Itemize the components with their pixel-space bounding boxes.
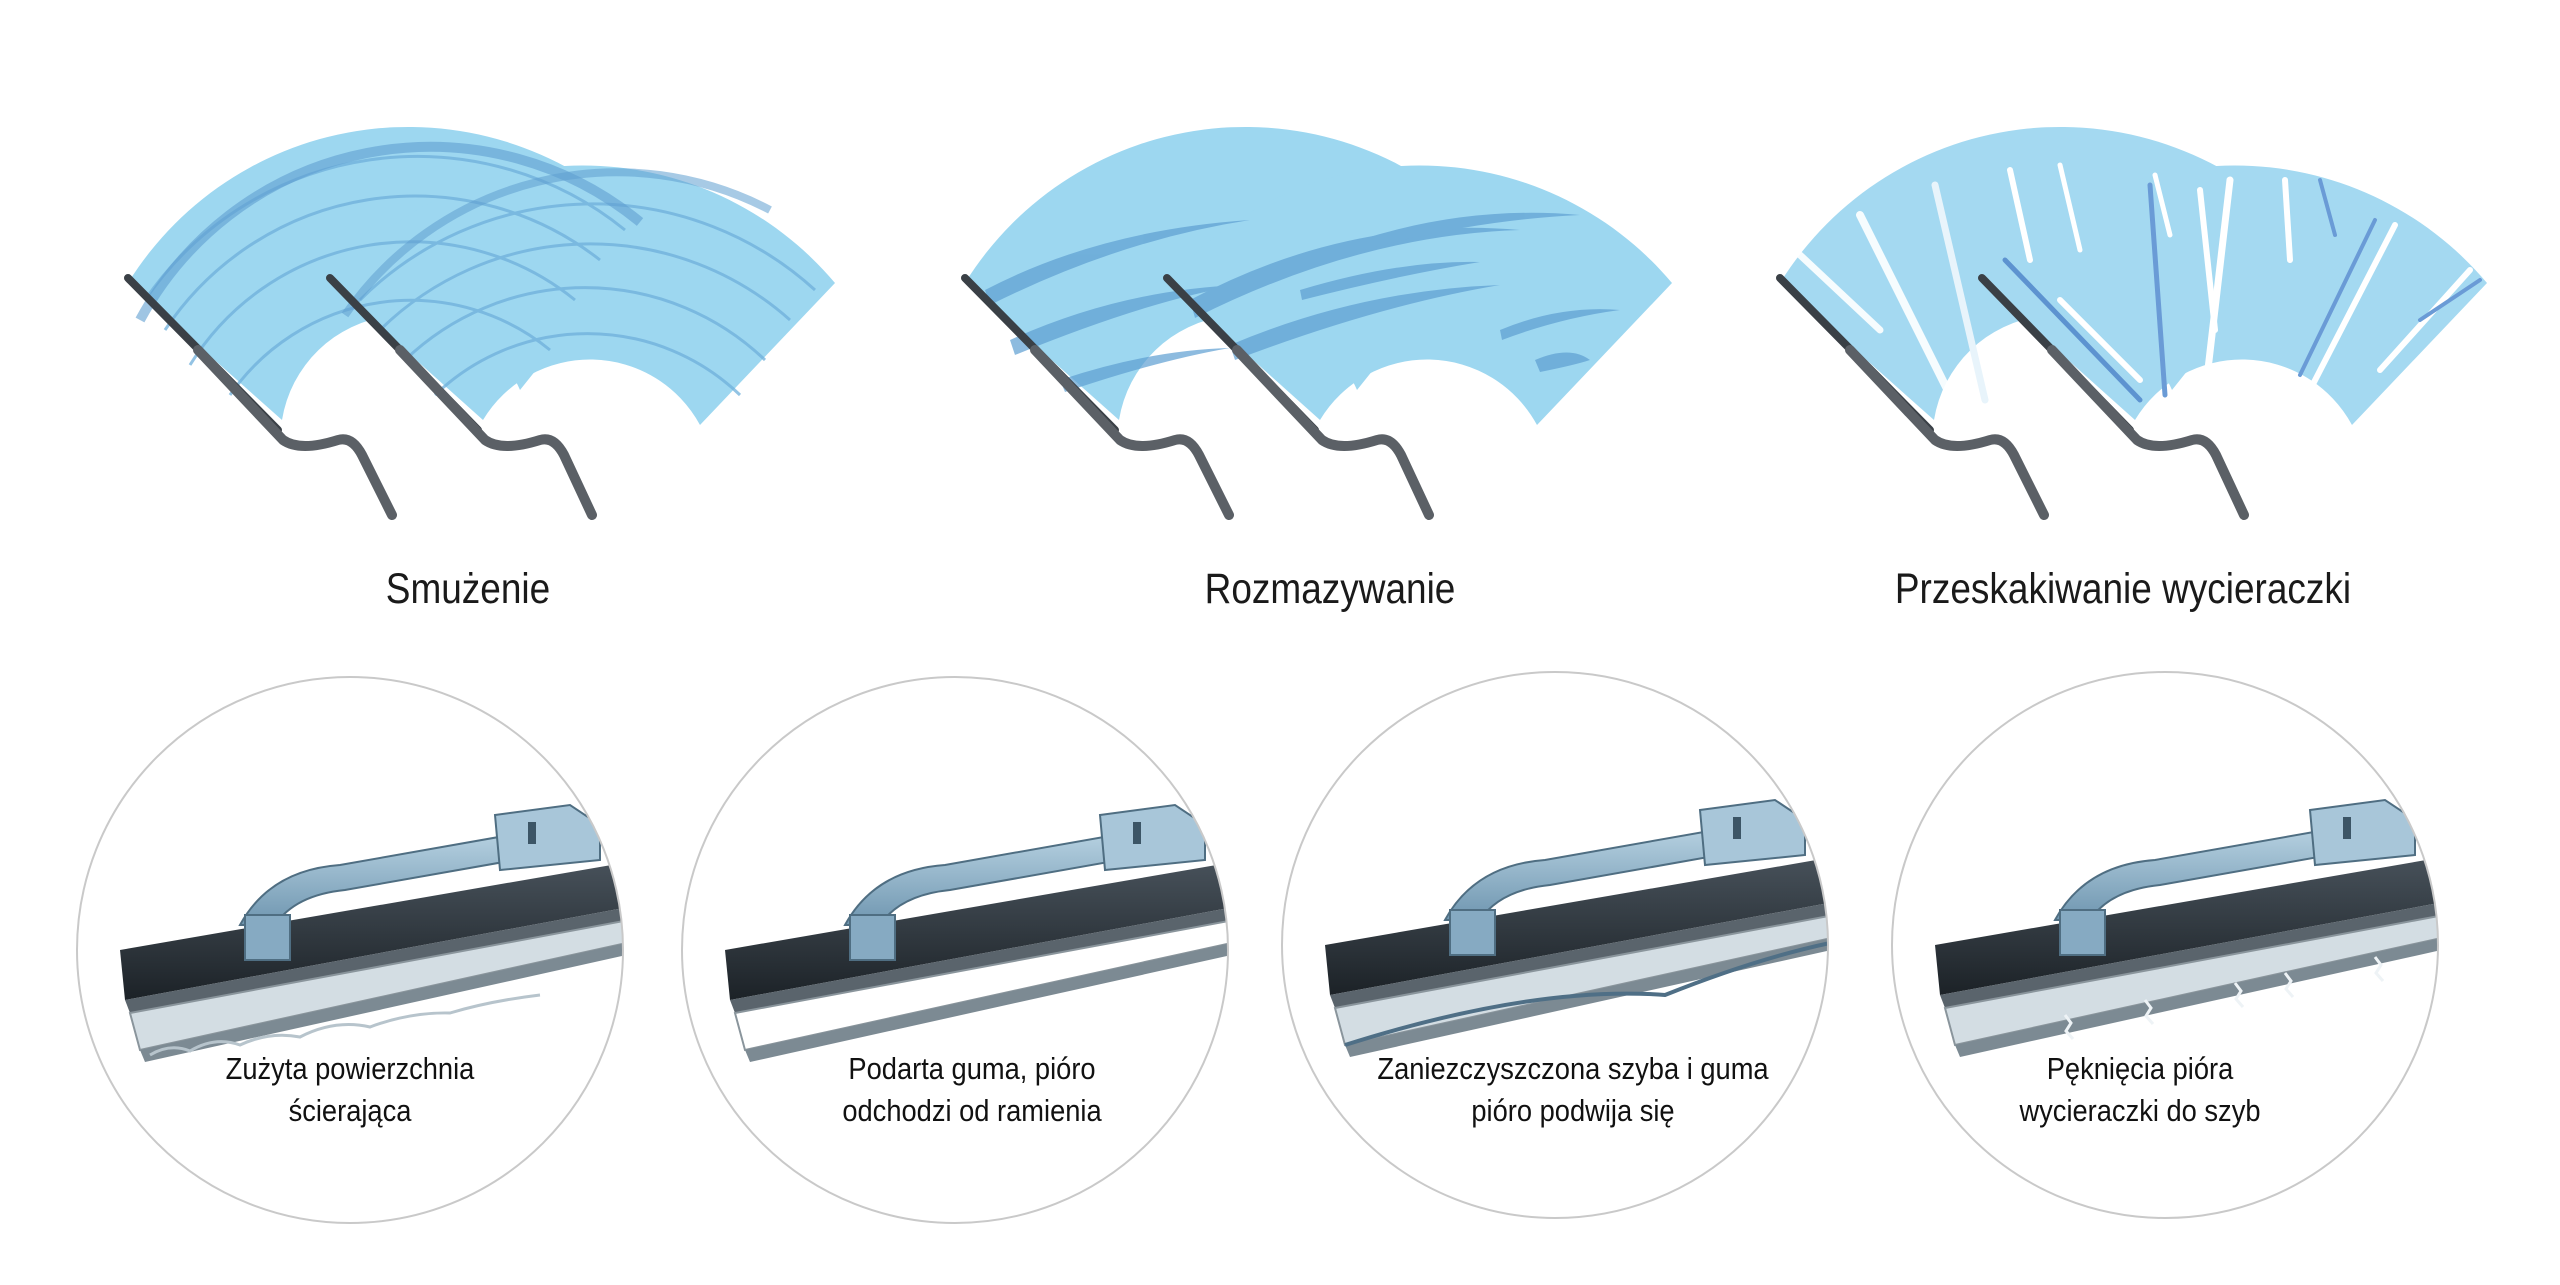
caption-line-1: Pęknięcia pióra <box>2046 1051 2234 1086</box>
caption-line-1: Zużyta powierzchnia <box>225 1051 475 1086</box>
panel-title-streaking: Smużenie <box>385 565 551 613</box>
panel-streaking <box>124 126 835 520</box>
panel-chattering <box>1776 126 2487 520</box>
panel-title-chattering: Przeskakiwanie wycieraczki <box>1894 565 2352 613</box>
wiper-arm-left <box>124 274 397 520</box>
detail-worn-blade <box>76 676 624 1224</box>
panel-smearing <box>961 126 1672 520</box>
caption-line-1: Podarta guma, pióro <box>848 1051 1096 1086</box>
panel-title-smearing: Rozmazywanie <box>1204 565 1456 613</box>
detail-caption-torn: Podarta guma, pióro odchodzi od ramienia <box>726 1048 1219 1132</box>
caption-line-2: pióro podwija się <box>1471 1093 1675 1128</box>
wiper-arm-left <box>961 274 1234 520</box>
wiped-area-right <box>1982 165 2487 425</box>
detail-cracked-blade <box>1891 671 2439 1219</box>
wiper-arm-right <box>1978 274 2249 520</box>
caption-line-2: ścierająca <box>288 1093 412 1128</box>
caption-line-2: odchodzi od ramienia <box>842 1093 1102 1128</box>
wiper-arm-right <box>1163 274 1434 520</box>
wiped-area-right <box>330 165 835 425</box>
detail-torn-blade <box>681 676 1229 1224</box>
detail-caption-cracked: Pęknięcia pióra wycieraczki do szyb <box>1894 1048 2387 1132</box>
wiper-arm-right <box>326 274 597 520</box>
detail-dirty-blade <box>1281 671 1829 1219</box>
detail-caption-dirty: Zaniezczyszczona szyba i guma pióro podw… <box>1327 1048 1820 1132</box>
wiper-arm-left <box>1776 274 2049 520</box>
caption-line-2: wycieraczki do szyb <box>2019 1093 2261 1128</box>
caption-line-1: Zaniezczyszczona szyba i guma <box>1377 1051 1769 1086</box>
detail-caption-worn: Zużyta powierzchnia ścierająca <box>104 1048 597 1132</box>
